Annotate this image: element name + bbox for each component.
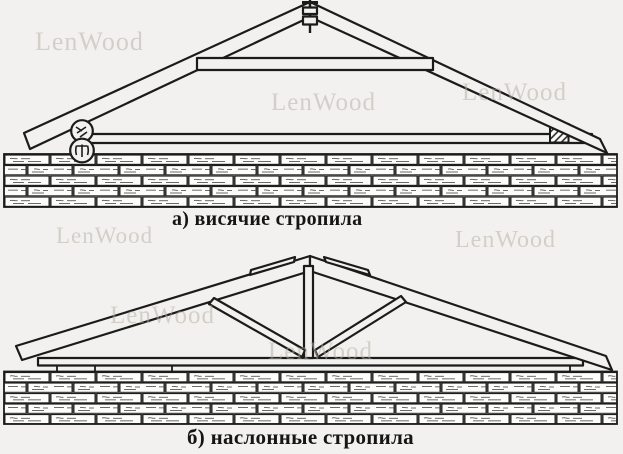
- log-supports: [69, 119, 95, 164]
- layered-rafters-truss: [3, 254, 618, 425]
- caption-hanging-rafters: а) висячие стропила: [172, 208, 363, 230]
- rafter-left: [22, 0, 312, 151]
- ridge-board-right: [322, 255, 372, 277]
- vertical-post: [302, 264, 315, 360]
- rafter-right: [308, 0, 609, 155]
- ridge-bolt: [301, 0, 319, 33]
- strut-right: [313, 294, 408, 359]
- strut-left: [207, 296, 307, 359]
- watermark: LenWood: [56, 223, 154, 248]
- collar-beam: [195, 56, 435, 72]
- brick-wall-bottom: [3, 370, 618, 425]
- watermark: LenWood: [455, 227, 557, 253]
- tie-beam: [76, 132, 594, 145]
- watermark: LenWood: [462, 79, 567, 106]
- hanging-rafters-truss: [3, 0, 618, 208]
- watermark: LenWood: [35, 27, 144, 56]
- watermark: LenWood: [110, 302, 215, 329]
- caption-layered-rafters: б) наслонные стропила: [187, 425, 414, 449]
- watermark: LenWood: [271, 89, 376, 116]
- brick-wall-top: [3, 153, 618, 208]
- watermark: LenWood: [268, 338, 373, 365]
- beam-joint-ticks: [56, 365, 571, 372]
- ridge-board-left: [248, 255, 297, 277]
